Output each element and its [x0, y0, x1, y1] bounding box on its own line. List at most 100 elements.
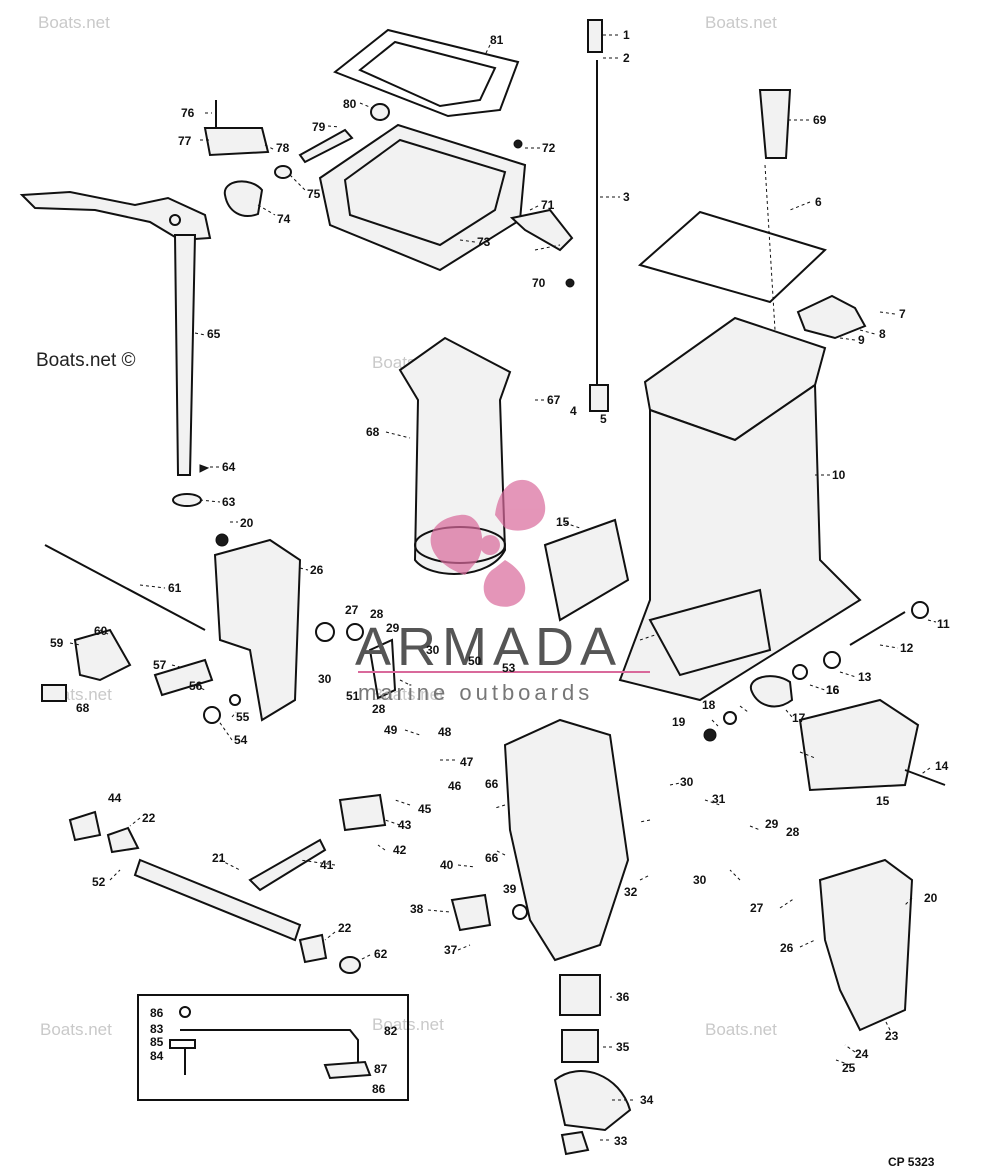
callout-20-right: 20 — [924, 891, 938, 905]
callout-17: 17 — [792, 711, 806, 725]
callout-26-right: 26 — [780, 941, 794, 955]
callout-74: 74 — [277, 212, 291, 226]
callout-69: 69 — [813, 113, 827, 127]
callout-51: 51 — [346, 689, 360, 703]
callout-6: 6 — [815, 195, 822, 209]
callout-27-left: 27 — [345, 603, 359, 617]
callout-15-bottom: 15 — [876, 794, 890, 808]
exhaust-housing — [543, 89, 946, 792]
callout-30-c: 30 — [680, 775, 694, 789]
callout-30-d: 30 — [693, 873, 707, 887]
propeller-logo — [430, 479, 546, 607]
callout-25: 25 — [842, 1061, 856, 1075]
callout-54: 54 — [234, 733, 248, 747]
callout-82: 82 — [384, 1024, 398, 1038]
callout-80: 80 — [343, 97, 357, 111]
callout-78: 78 — [276, 141, 290, 155]
callout-5: 5 — [600, 412, 607, 426]
callout-59: 59 — [50, 636, 64, 650]
callout-84: 84 — [150, 1049, 164, 1063]
callout-14: 14 — [935, 759, 949, 773]
watermark-site: Boats.net — [38, 13, 110, 32]
callout-1: 1 — [623, 28, 630, 42]
callout-83: 83 — [150, 1022, 164, 1036]
callout-56: 56 — [189, 679, 203, 693]
callout-20-left: 20 — [240, 516, 254, 530]
callout-2: 2 — [623, 51, 630, 65]
callout-32: 32 — [624, 885, 638, 899]
callout-77: 77 — [178, 134, 192, 148]
callout-38: 38 — [410, 902, 424, 916]
exhaust-adapter-assembly — [318, 28, 575, 288]
callout-24: 24 — [855, 1047, 869, 1061]
inset-detail-box — [137, 994, 409, 1101]
bracket-assembly — [41, 533, 914, 1032]
callout-8: 8 — [879, 327, 886, 341]
callout-68-top: 68 — [366, 425, 380, 439]
callout-18: 18 — [702, 698, 716, 712]
callout-55: 55 — [236, 710, 250, 724]
callout-57: 57 — [153, 658, 167, 672]
watermark-site: Boats.net — [372, 685, 444, 704]
callout-4: 4 — [570, 404, 577, 418]
callout-49: 49 — [384, 723, 398, 737]
callout-9: 9 — [858, 333, 865, 347]
callout-23: 23 — [885, 1029, 899, 1043]
callout-7: 7 — [899, 307, 906, 321]
callout-12: 12 — [900, 641, 914, 655]
callout-86-top: 86 — [150, 1006, 164, 1020]
callout-63: 63 — [222, 495, 236, 509]
callout-68-bottom: 68 — [76, 701, 90, 715]
callout-19: 19 — [672, 715, 686, 729]
callout-16-right: 16 — [826, 683, 840, 697]
callout-22-top: 22 — [142, 811, 156, 825]
callout-43: 43 — [398, 818, 412, 832]
callout-73: 73 — [477, 235, 491, 249]
tilt-tube-assembly — [68, 793, 528, 974]
callout-40: 40 — [440, 858, 454, 872]
callout-48: 48 — [438, 725, 452, 739]
callout-45: 45 — [418, 802, 432, 816]
callout-35: 35 — [616, 1040, 630, 1054]
callout-85: 85 — [150, 1035, 164, 1049]
drawing-code: CP 5323 — [888, 1155, 935, 1169]
callout-61: 61 — [168, 581, 182, 595]
callout-27-right: 27 — [750, 901, 764, 915]
callout-64: 64 — [222, 460, 236, 474]
callout-50: 50 — [468, 654, 482, 668]
callout-53: 53 — [502, 661, 516, 675]
steering-arm-assembly — [19, 100, 390, 507]
callout-16-left: 16 — [826, 683, 840, 697]
callout-29-left: 29 — [386, 621, 400, 635]
watermark-site-prominent: Boats.net © — [36, 350, 136, 371]
callout-86-bottom: 86 — [372, 1082, 386, 1096]
callout-13: 13 — [858, 670, 872, 684]
callout-34: 34 — [640, 1093, 654, 1107]
callout-10: 10 — [832, 468, 846, 482]
callout-76: 76 — [181, 106, 195, 120]
callout-26-left: 26 — [310, 563, 324, 577]
callout-31: 31 — [712, 792, 726, 806]
callout-62: 62 — [374, 947, 388, 961]
callout-37: 37 — [444, 943, 458, 957]
brand-name: ARMADA — [355, 617, 622, 677]
callout-52: 52 — [92, 875, 106, 889]
callout-22-bottom: 22 — [338, 921, 352, 935]
callout-67: 67 — [547, 393, 561, 407]
callout-66-bottom: 66 — [485, 851, 499, 865]
armada-watermark: ARMADA marine outboards — [355, 479, 650, 705]
shift-rod — [587, 19, 609, 412]
callout-60: 60 — [94, 624, 108, 638]
callout-3: 3 — [623, 190, 630, 204]
callout-46: 46 — [448, 779, 462, 793]
callout-66-top: 66 — [485, 777, 499, 791]
callout-labels: 1 2 3 4 5 6 7 8 9 10 11 12 13 14 15 15 1… — [50, 28, 950, 1148]
callout-42: 42 — [393, 843, 407, 857]
brand-tagline: marine outboards — [358, 680, 593, 705]
callout-29-right: 29 — [765, 817, 779, 831]
callout-11: 11 — [937, 617, 950, 631]
callout-72: 72 — [542, 141, 556, 155]
callout-30-b: 30 — [318, 672, 332, 686]
callout-79: 79 — [312, 120, 326, 134]
callout-47: 47 — [460, 755, 474, 769]
